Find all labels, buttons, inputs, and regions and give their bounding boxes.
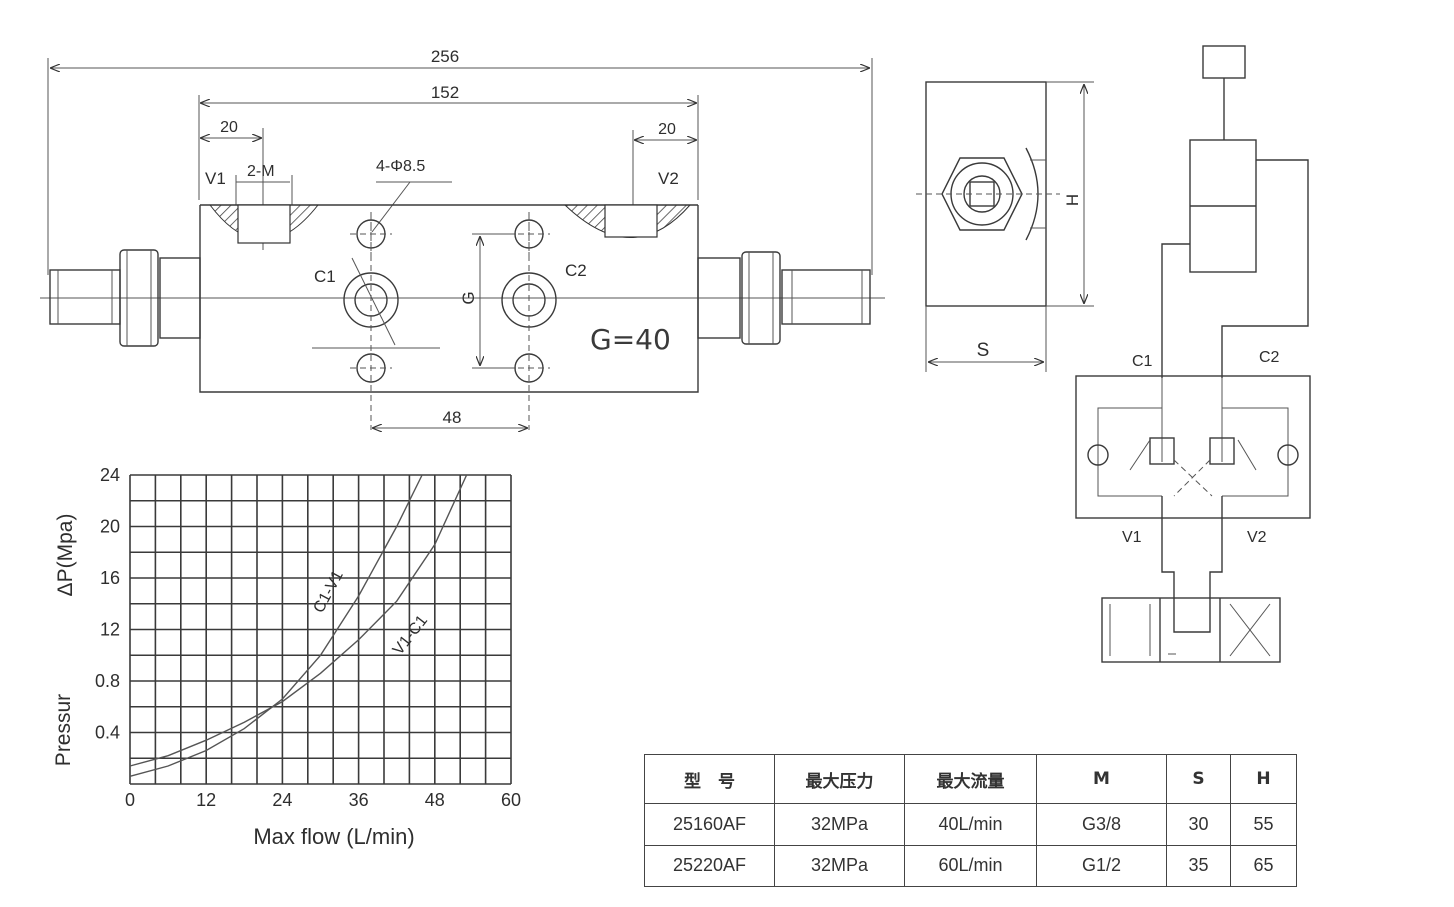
cell-model: 25160AF — [644, 803, 775, 846]
y-tick-label: 12 — [100, 620, 120, 640]
dim-s: S — [977, 340, 990, 361]
left-cartridge — [49, 249, 201, 347]
mounting-holes — [350, 212, 550, 383]
cell-flow: 60L/min — [904, 844, 1037, 887]
cell-m: G3/8 — [1036, 803, 1167, 846]
x-tick-label: 12 — [196, 790, 216, 810]
table-row: 25220AF 32MPa 60L/min G1/2 35 65 — [644, 844, 1297, 887]
dim-body: 152 — [431, 83, 459, 102]
port-size-label: 2-M — [247, 163, 275, 180]
port-v1-label: V1 — [205, 169, 226, 188]
y-tick-label: 0.8 — [95, 671, 120, 691]
cell-flow: 40L/min — [904, 803, 1037, 846]
pressure-flow-chart: 0 12 24 36 48 60 24 20 16 12 0.8 0.4 C1-V1 V1-C1 Ma… — [52, 465, 521, 849]
schematic-c2-label: C2 — [1259, 349, 1280, 366]
cell-s: 35 — [1166, 844, 1231, 887]
schematic-actuator — [1202, 45, 1246, 79]
series-line-1 — [129, 474, 468, 767]
dim-left-offset: 20 — [220, 119, 238, 136]
schematic-c1-label: C1 — [1132, 353, 1153, 370]
cell-m: G1/2 — [1036, 844, 1167, 887]
port-c2-label: C2 — [565, 261, 587, 280]
schematic-directional-valve — [1101, 597, 1281, 663]
chart-ylabel-secondary: Pressur — [52, 694, 75, 766]
y-tick-label: 0.4 — [95, 723, 120, 743]
dim-h: H — [1063, 194, 1082, 206]
cell-h: 55 — [1230, 803, 1297, 846]
chart-curves — [129, 474, 468, 777]
table-row: 25160AF 32MPa 40L/min G3/8 30 55 — [644, 803, 1297, 846]
header-model: 型 号 — [644, 753, 775, 805]
schematic-v1-label: V1 — [1122, 529, 1142, 546]
series-line-0 — [129, 474, 423, 777]
header-max-flow: 最大流量 — [904, 753, 1037, 805]
schematic-valve-block — [1075, 375, 1311, 519]
right-cartridge — [697, 251, 871, 345]
dim-overall: 256 — [431, 47, 459, 66]
x-tick-label: 0 — [125, 790, 135, 810]
chart-xlabel: Max flow (L/min) — [253, 824, 414, 849]
chart-ticks: 0 12 24 36 48 60 24 20 16 12 0.8 0.4 — [95, 465, 521, 810]
front-view: 256 152 20 20 V1 V2 2-M 4-Φ8.5 C1 C2 — [40, 47, 885, 430]
y-tick-label: 24 — [100, 465, 120, 485]
cell-h: 65 — [1230, 844, 1297, 887]
x-tick-label: 48 — [425, 790, 445, 810]
header-m: M — [1036, 753, 1167, 805]
series-label-c1-v1: C1-V1 — [311, 568, 347, 616]
dim-g: G — [459, 291, 478, 304]
chart-ylabel-main: ΔP(Mpa) — [54, 514, 77, 597]
x-tick-label: 36 — [349, 790, 369, 810]
table-header-row: 型 号 最大压力 最大流量 M S H — [644, 753, 1297, 805]
dim-pitch: 48 — [443, 408, 462, 427]
cell-pressure: 32MPa — [774, 844, 905, 887]
schematic-v2-label: V2 — [1247, 529, 1267, 546]
g-value-note: G=40 — [590, 323, 671, 356]
spec-table: 型 号 最大压力 最大流量 M S H 25160AF 32MPa 40L/mi… — [644, 753, 1297, 887]
side-view: H S — [916, 81, 1094, 372]
y-tick-label: 16 — [100, 568, 120, 588]
cell-model: 25220AF — [644, 844, 775, 887]
header-s: S — [1166, 753, 1231, 805]
cell-pressure: 32MPa — [774, 803, 905, 846]
holes-label: 4-Φ8.5 — [376, 158, 425, 175]
y-tick-label: 20 — [100, 517, 120, 537]
port-c1-label: C1 — [314, 267, 336, 286]
chart-grid — [129, 474, 512, 785]
series-label-v1-c1: V1-C1 — [390, 612, 431, 658]
header-max-pressure: 最大压力 — [774, 753, 905, 805]
x-tick-label: 60 — [501, 790, 521, 810]
header-h: H — [1230, 753, 1297, 805]
hydraulic-schematic: C1 C2 V1 V2 — [1075, 45, 1311, 663]
cell-s: 30 — [1166, 803, 1231, 846]
dim-right-offset: 20 — [658, 121, 676, 138]
port-v2-label: V2 — [658, 169, 679, 188]
x-tick-label: 24 — [272, 790, 292, 810]
